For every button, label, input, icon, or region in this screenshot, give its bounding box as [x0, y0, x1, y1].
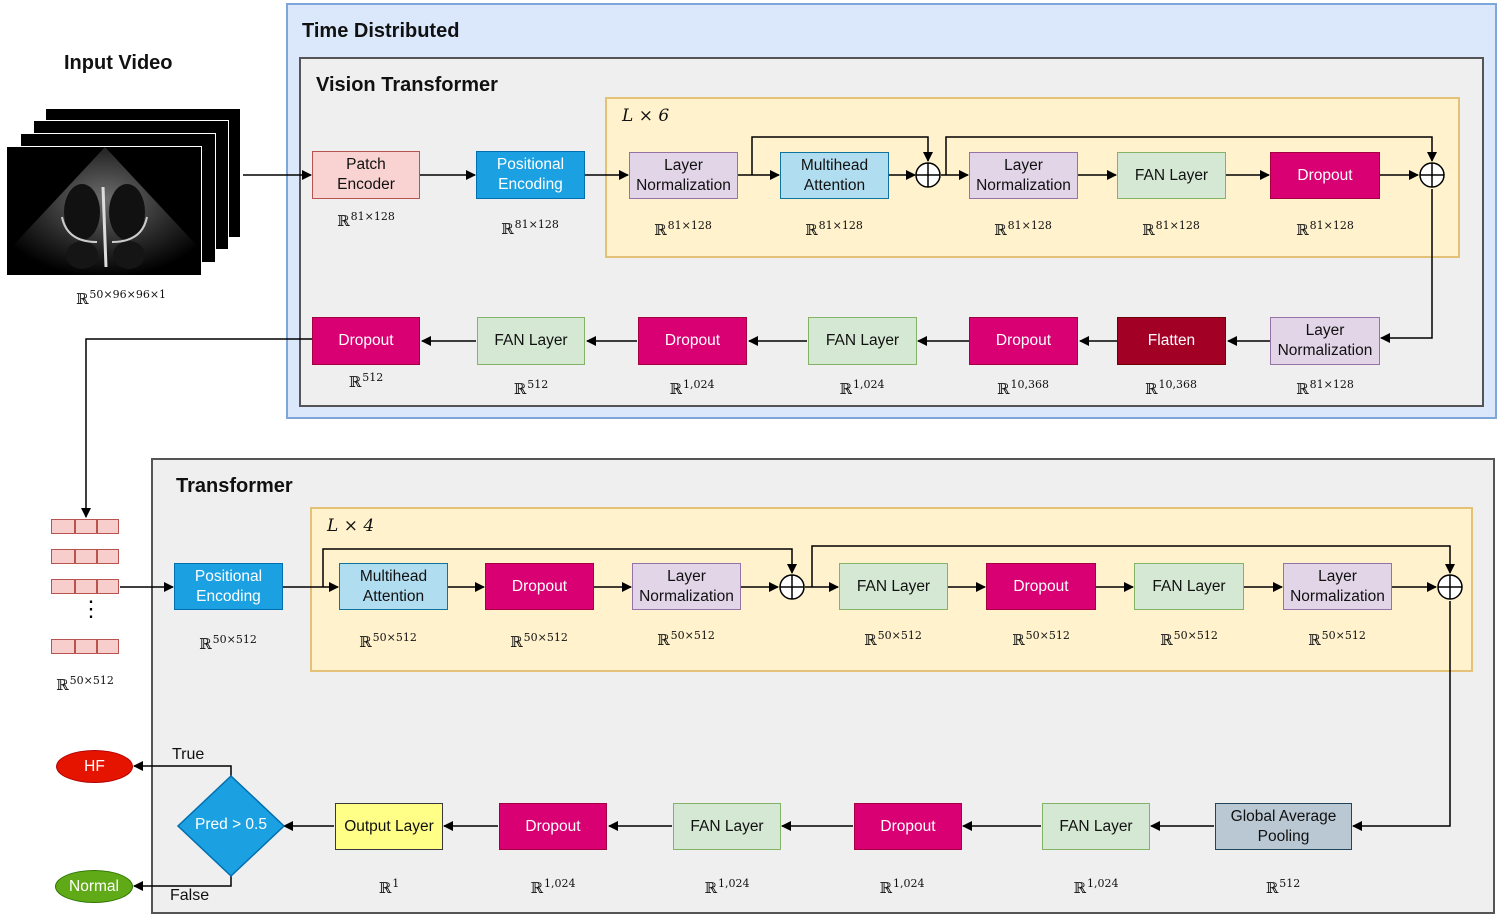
tf-fan-layer-1: FAN Layer	[839, 563, 948, 610]
dim-label: ℝ50×512	[56, 674, 114, 694]
time-distributed-title: Time Distributed	[302, 20, 460, 42]
vit-fan-layer-3: FAN Layer	[477, 317, 585, 365]
echocardiogram-image	[7, 147, 201, 275]
vit-layer-norm-3: Layer Normalization	[1270, 317, 1380, 365]
input-dim: ℝ50×96×96×1	[75, 288, 167, 308]
dim-label: ℝ1,024	[530, 877, 576, 897]
hf-output: HF	[56, 750, 133, 783]
tf-positional-encoding: Positional Encoding	[174, 563, 283, 610]
dim-label: ℝ50×512	[1012, 629, 1070, 649]
vit-positional-encoding: Positional Encoding	[476, 151, 585, 199]
dim-label: ℝ81×128	[337, 210, 395, 230]
vit-fan-layer-2: FAN Layer	[808, 317, 917, 365]
dim-label: ℝ512	[1265, 877, 1301, 897]
sequence-token	[51, 579, 119, 594]
vit-dropout-1: Dropout	[1270, 152, 1380, 199]
transformer-title: Transformer	[176, 475, 293, 497]
dim-label: ℝ512	[513, 378, 549, 398]
dim-label: ℝ50×512	[359, 631, 417, 651]
dim-label: ℝ81×128	[805, 219, 863, 239]
dim-label: ℝ1,024	[1073, 877, 1119, 897]
tf-fan-layer-3: FAN Layer	[1042, 803, 1150, 850]
tf-output-layer: Output Layer	[335, 803, 443, 850]
decision-label: Pred > 0.5	[195, 816, 267, 833]
vit-dropout-2: Dropout	[969, 317, 1078, 365]
dim-label: ℝ50×512	[1308, 629, 1366, 649]
tf-dropout-1: Dropout	[485, 563, 594, 610]
tf-dropout-4: Dropout	[499, 803, 607, 850]
dim-label: ℝ1,024	[879, 877, 925, 897]
dim-label: ℝ10,368	[1145, 378, 1197, 398]
sequence-token	[51, 519, 119, 534]
input-video-title: Input Video	[64, 52, 173, 74]
vit-flatten: Flatten	[1117, 317, 1226, 365]
dim-label: ℝ50×512	[199, 633, 257, 653]
sequence-ellipsis: ⋮	[80, 596, 102, 621]
dim-label: ℝ1	[378, 877, 400, 897]
vit-dropout-4: Dropout	[312, 317, 420, 365]
dim-label: ℝ81×128	[654, 219, 712, 239]
vit-repeat-label: L × 6	[622, 106, 670, 126]
dim-label: ℝ81×128	[994, 219, 1052, 239]
tf-dropout-3: Dropout	[854, 803, 962, 850]
dim-label: ℝ50×512	[510, 631, 568, 651]
sequence-token	[51, 639, 119, 654]
vit-fan-layer-1: FAN Layer	[1117, 152, 1226, 199]
dim-label: ℝ50×512	[1160, 629, 1218, 649]
true-branch-label: True	[172, 746, 205, 763]
vit-layer-norm-2: Layer Normalization	[969, 152, 1078, 199]
vit-patch-encoder: Patch Encoder	[312, 151, 420, 199]
vit-multihead-attention: Multihead Attention	[780, 152, 889, 199]
dim-label: ℝ81×128	[501, 218, 559, 238]
normal-output: Normal	[55, 870, 133, 903]
dim-label: ℝ50×512	[657, 629, 715, 649]
decision-diamond	[176, 774, 286, 878]
tf-multihead-attention: Multihead Attention	[339, 563, 448, 610]
tf-layer-norm-2: Layer Normalization	[1283, 563, 1392, 610]
dim-label: ℝ1,024	[704, 877, 750, 897]
video-frame-front	[6, 146, 202, 276]
false-branch-label: False	[170, 887, 210, 904]
tf-layer-norm-1: Layer Normalization	[632, 563, 741, 610]
tf-global-average-pooling: Global Average Pooling	[1215, 803, 1352, 850]
tf-fan-layer-4: FAN Layer	[673, 803, 781, 850]
sequence-token	[51, 549, 119, 564]
tf-fan-layer-2: FAN Layer	[1134, 563, 1244, 610]
dim-label: ℝ512	[348, 371, 384, 391]
dim-label: ℝ81×128	[1296, 378, 1354, 398]
dim-label: ℝ81×128	[1142, 219, 1200, 239]
tf-repeat-label: L × 4	[327, 516, 375, 536]
vit-dropout-3: Dropout	[638, 317, 747, 365]
dim-label: ℝ10,368	[997, 378, 1049, 398]
vit-layer-norm-1: Layer Normalization	[629, 152, 738, 199]
dim-label: ℝ1,024	[839, 378, 885, 398]
dim-label: ℝ1,024	[669, 378, 715, 398]
tf-dropout-2: Dropout	[986, 563, 1096, 610]
vision-transformer-title: Vision Transformer	[316, 74, 498, 96]
dim-label: ℝ81×128	[1296, 219, 1354, 239]
dim-label: ℝ50×512	[864, 629, 922, 649]
